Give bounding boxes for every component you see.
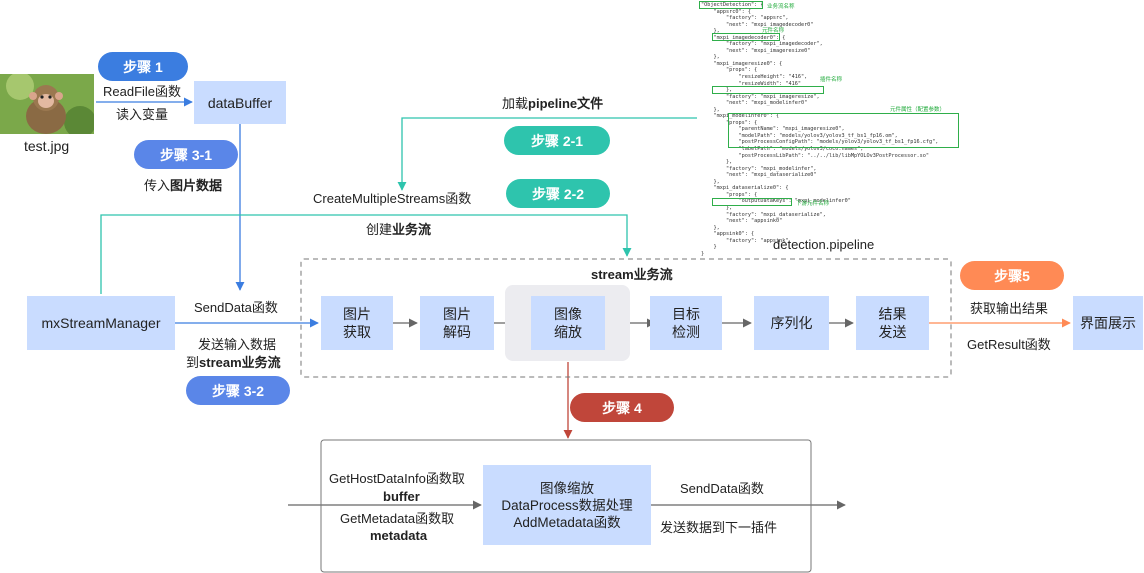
- code-line: "outputDataKeys": "mxpi_modelinfer0": [701, 198, 851, 205]
- stream-container: [300, 258, 952, 378]
- step1-pill: 步骤 1: [98, 52, 188, 81]
- stream-title: stream业务流: [591, 267, 673, 282]
- image-caption: test.jpg: [24, 138, 70, 154]
- stream-node-image-fetch: 图片获取: [321, 296, 393, 350]
- stream-node-serialize: 序列化: [754, 296, 829, 350]
- label-to-stream: 到stream业务流: [186, 355, 281, 370]
- label-pipeline-file: detection.pipeline: [773, 237, 875, 252]
- code-line: "mxpi_dataserialize0": {: [701, 185, 789, 192]
- label-create-streams: CreateMultipleStreams函数: [313, 191, 472, 206]
- label-load-pipeline: 加载pipeline文件: [502, 96, 604, 111]
- code-line: },: [701, 106, 720, 113]
- label-metadata: metadata: [370, 528, 428, 543]
- code-line: "mxpi_modelinfer0": {: [701, 113, 780, 120]
- stream-node-object-detect: 目标检测: [650, 296, 722, 350]
- step3-1-pill: 步骤 3-1: [134, 140, 238, 169]
- code-line: "mxpi_imageresize0": {: [701, 60, 783, 67]
- ann-element-name: 元件名称: [762, 28, 785, 34]
- step2-2-pill: 步骤 2-2: [506, 179, 610, 208]
- code-line: "next": "appsink0": [701, 218, 783, 225]
- code-line: },: [701, 159, 733, 166]
- code-line: "props": {: [701, 119, 758, 126]
- code-line: }: [701, 250, 705, 257]
- code-highlight-next: [712, 198, 792, 206]
- code-line: "factory": "mxpi_imageresize",: [701, 93, 820, 100]
- mxstreammanager-box: mxStreamManager: [27, 296, 175, 350]
- arrow-load-pipeline: [397, 117, 697, 191]
- code-line: "postProcessLibPath": "../../lib/libMpYO…: [701, 152, 929, 159]
- label-gethost: GetHostDataInfo函数取: [329, 471, 465, 486]
- label-senddata: SendData函数: [194, 300, 278, 315]
- test-image: [0, 74, 94, 134]
- label-senddata2: SendData函数: [680, 481, 764, 496]
- display-box: 界面展示: [1073, 296, 1143, 350]
- step4-pill: 步骤 4: [570, 393, 674, 422]
- code-line: "factory": "mxpi_imagedecoder",: [701, 41, 823, 48]
- code-line: "parentName": "mxpi_imageresize0",: [701, 126, 845, 133]
- code-line: "labelPath": "models/yolov3/coco.names",: [701, 146, 864, 153]
- code-line: "next": "mxpi_modelinfer0": [701, 100, 808, 107]
- step2-1-pill: 步骤 2-1: [504, 126, 610, 155]
- label-send-input: 发送输入数据: [198, 337, 277, 352]
- code-line: "props": {: [701, 191, 758, 198]
- label-getresult: GetResult函数: [967, 337, 1051, 352]
- ann-element-props: 元件属性（配置参数）: [890, 107, 946, 113]
- stream-node-image-resize: 图像缩放: [531, 296, 605, 350]
- code-highlight-props: [728, 113, 959, 148]
- plugin-process-box: 图像缩放 DataProcess数据处理 AddMetadata函数: [483, 465, 651, 545]
- code-line: "factory": "mxpi_modelinfer",: [701, 165, 817, 172]
- databuffer-box: dataBuffer: [194, 81, 286, 124]
- code-highlight-factory: [712, 86, 824, 94]
- code-line: "ObjectDetection": {: [701, 2, 764, 8]
- code-line: }: [701, 244, 717, 251]
- code-line: },: [701, 28, 720, 35]
- label-create-flow: 创建业务流: [366, 222, 432, 237]
- code-line: "next": "mxpi_imagedecoder0": [701, 21, 814, 28]
- code-line: "next": "mxpi_dataserialize0": [701, 172, 817, 179]
- code-line: "factory": "mxpi_dataserialize",: [701, 211, 826, 218]
- code-line: "appsrc0": {: [701, 8, 751, 15]
- stream-node-result-send: 结果发送: [856, 296, 929, 350]
- code-line: "next": "mxpi_imageresize0": [701, 47, 811, 54]
- code-line: "props": {: [701, 67, 758, 74]
- ann-business-name: 业务流名称: [767, 4, 795, 10]
- code-highlight-business: [699, 1, 763, 9]
- label-send-next: 发送数据到下一插件: [660, 520, 778, 535]
- code-line: },: [701, 178, 720, 185]
- code-line: "modelPath": "models/yolov3/yolov3_tf_bs…: [701, 132, 898, 139]
- code-line: "factory": "appsrc",: [701, 15, 789, 22]
- label-read-var: 读入变量: [116, 107, 169, 122]
- label-buffer: buffer: [383, 489, 420, 504]
- code-line: "mxpi_imagedecoder0": {: [701, 34, 786, 41]
- code-line: "factory": "appsink": [701, 237, 789, 244]
- code-highlight-element: [712, 33, 780, 41]
- code-line: },: [701, 224, 720, 231]
- step3-2-pill: 步骤 3-2: [186, 376, 290, 405]
- code-line: "resizeWidth": "416": [701, 80, 801, 87]
- code-line: "appsink0": {: [701, 231, 755, 238]
- ann-plugin-name: 插件名称: [820, 77, 843, 83]
- plugin-container: [320, 439, 812, 573]
- code-line: },: [701, 87, 733, 94]
- ann-downstream-name: 下游元件名称: [796, 201, 830, 207]
- label-get-output: 获取输出结果: [970, 301, 1049, 316]
- code-line: },: [701, 54, 720, 61]
- pipeline-code-block: "ObjectDetection": { "appsrc0": { "facto…: [701, 2, 961, 257]
- label-getmeta: GetMetadata函数取: [340, 511, 455, 526]
- label-readfile: ReadFile函数: [103, 84, 182, 99]
- code-line: },: [701, 204, 733, 211]
- code-line: "postProcessConfigPath": "models/yolov3/…: [701, 139, 939, 146]
- monkey-picture: [0, 74, 94, 134]
- label-pass-image: 传入图片数据: [144, 178, 223, 193]
- stream-node-image-decode: 图片解码: [420, 296, 494, 350]
- step5-pill: 步骤5: [960, 261, 1064, 290]
- code-line: "resizeHeight": "416",: [701, 74, 808, 81]
- arrow-create-flow: [100, 214, 632, 294]
